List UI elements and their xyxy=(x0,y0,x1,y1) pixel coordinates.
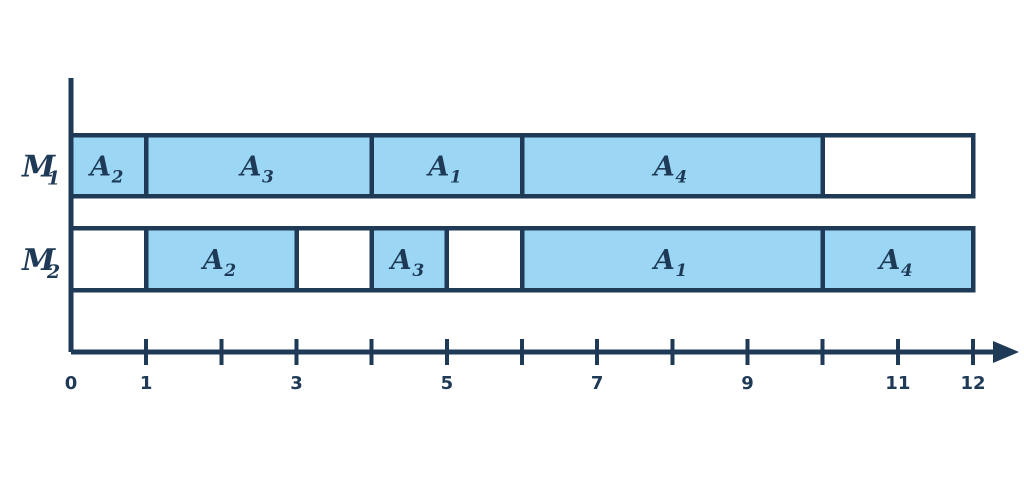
x-axis-tick-label: 0 xyxy=(65,373,78,394)
x-axis-tick-label: 9 xyxy=(741,373,754,394)
task-label: A xyxy=(87,152,111,183)
idle-block[interactable] xyxy=(294,225,374,293)
task-index: 4 xyxy=(675,168,687,188)
x-axis-arrowhead-icon xyxy=(993,341,1019,363)
task-label: A xyxy=(651,152,675,183)
machine-label-letter: M xyxy=(21,150,56,185)
x-axis-tick-label: 12 xyxy=(960,373,985,394)
task-label: A xyxy=(425,152,449,183)
x-axis-tick-label: 7 xyxy=(591,373,604,394)
task-label: A xyxy=(237,152,261,183)
task-index: 1 xyxy=(450,168,462,188)
idle-block[interactable] xyxy=(444,225,525,293)
task-index: 2 xyxy=(111,168,124,188)
task-index: 1 xyxy=(675,261,687,281)
task-index: 4 xyxy=(901,261,913,281)
idle-block[interactable] xyxy=(820,132,976,199)
task-label: A xyxy=(651,245,675,276)
x-axis-tick-label: 11 xyxy=(885,373,910,394)
machine-label-index: 2 xyxy=(46,261,60,283)
x-axis-tick-label: 1 xyxy=(140,373,153,394)
machine-label-2: M2 xyxy=(21,243,60,283)
machine-label-1: M1 xyxy=(21,150,60,190)
machine-label-index: 1 xyxy=(47,168,60,190)
task-label: A xyxy=(388,245,412,276)
task-index: 2 xyxy=(223,261,236,281)
machine-label-letter: M xyxy=(21,243,56,278)
task-index: 3 xyxy=(262,168,274,188)
idle-block[interactable] xyxy=(68,225,149,293)
task-label: A xyxy=(876,245,900,276)
task-index: 3 xyxy=(412,261,424,281)
x-axis-tick-label: 5 xyxy=(441,373,454,394)
x-axis-tick-label: 3 xyxy=(290,373,303,394)
task-label: A xyxy=(200,245,224,276)
